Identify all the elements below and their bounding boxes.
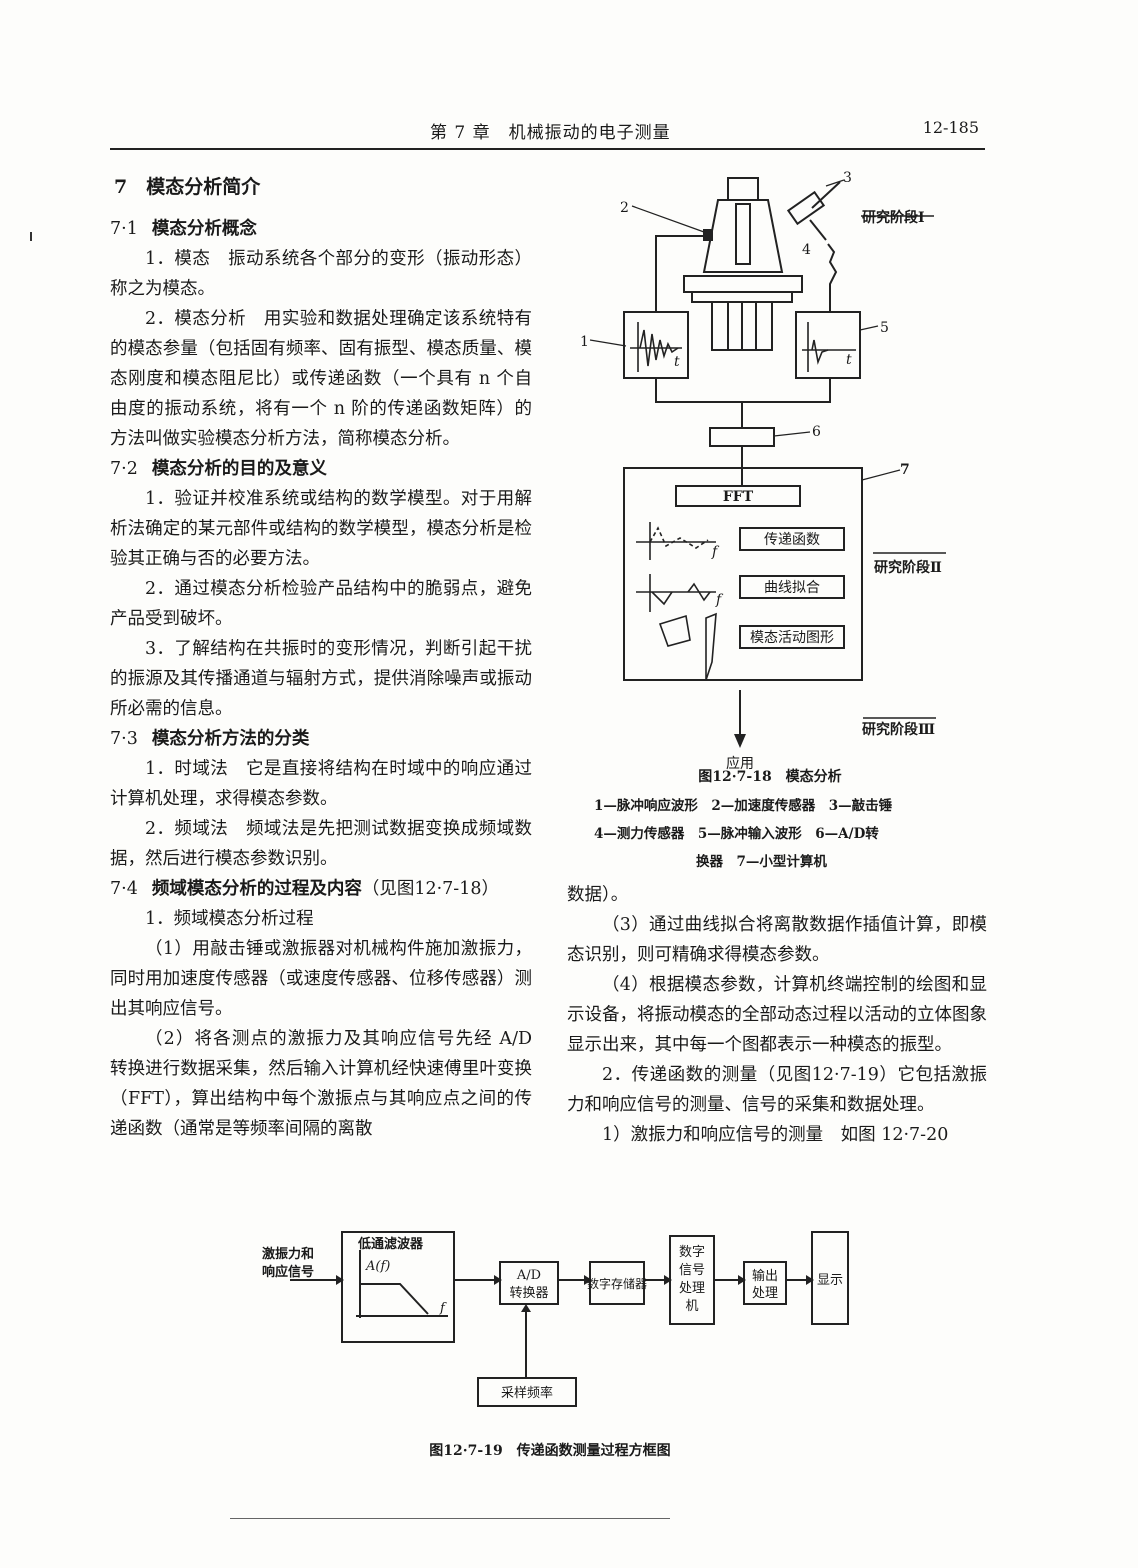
- paragraph: （3）通过曲线拟合将离散数据作插值计算，即模态识别，则可精确求得模态参数。: [567, 915, 987, 965]
- stage-1-label: 研究阶段Ⅰ: [862, 209, 925, 226]
- subsection-heading-7-1: 7·1 模态分析概念: [110, 214, 532, 244]
- dsp-label: 处理: [679, 1281, 705, 1296]
- subsection-heading-7-2: 7·2 模态分析的目的及意义: [110, 454, 532, 484]
- figure-12-7-18: 2 3 4 1 5 6 7 t t f f 研究阶段Ⅰ 研究阶段Ⅱ 研究阶段Ⅲ …: [580, 170, 946, 772]
- paragraph: 2．传递函数的测量（见图12·7-19）它包括激振力和响应信号的测量、信号的采集…: [567, 1065, 987, 1115]
- paragraph: 1）激振力和响应信号的测量 如图 12·7-20: [602, 1125, 949, 1145]
- hammer-icon: [786, 181, 841, 241]
- dsp-label: 机: [685, 1299, 698, 1314]
- paragraph: 数据）。: [567, 885, 629, 905]
- transfer-function-label: 传递函数: [764, 532, 820, 548]
- mode-animation-label: 模态活动图形: [750, 630, 834, 646]
- stage-2-label: 研究阶段Ⅱ: [874, 559, 942, 576]
- paragraph: 1．频域模态分析过程: [145, 909, 314, 929]
- display-label: 显示: [817, 1273, 843, 1288]
- paragraph: （1）用敲击锤或激振器对机械构件施加激振力，同时用加速度传感器（或速度传感器、位…: [110, 939, 532, 1019]
- fft-label: FFT: [723, 489, 754, 505]
- curve-fitting-label: 曲线拟合: [764, 580, 820, 596]
- figure-legend-line: 1—脉冲响应波形 2—加速度传感器 3—敲击锤: [594, 798, 893, 814]
- paragraph: （2）将各测点的激振力及其响应信号先经 A/D 转换进行数据采集，然后输入计算机…: [110, 1029, 532, 1139]
- paragraph: 3．了解结构在共振时的变形情况，判断引起干扰的振源及其传播通道与辐射方式，提供消…: [110, 639, 532, 719]
- paragraph: 1．验证并校准系统或结构的数学模型。对于用解析法确定的某元部件或结构的数学模型，…: [110, 489, 532, 569]
- label-4: 4: [802, 242, 811, 258]
- paragraph: （4）根据模态参数，计算机终端控制的绘图和显示设备，将振动模态的全部动态过程以活…: [567, 975, 987, 1055]
- label-3: 3: [843, 170, 852, 186]
- section-title: 7 模态分析简介: [114, 176, 261, 198]
- page-number: 12-185: [922, 118, 979, 137]
- running-header: 第 7 章 机械振动的电子测量 12-185: [110, 112, 985, 150]
- paragraph: 1．模态 振动系统各个部分的变形（振动形态）称之为模态。: [110, 249, 532, 299]
- figure-legend-line: 换器 7—小型计算机: [696, 854, 827, 870]
- heading-number: 7·2: [110, 459, 138, 479]
- bottom-divider: [230, 1518, 670, 1519]
- right-column: 数据）。 （3）通过曲线拟合将离散数据作插值计算，即模态识别，则可精确求得模态参…: [567, 880, 987, 1150]
- left-column: 7 模态分析简介 7·1 模态分析概念 1．模态 振动系统各个部分的变形（振动形态…: [110, 170, 532, 1144]
- heading-number: 7·1: [110, 219, 138, 239]
- label-7: 7: [900, 462, 910, 478]
- lowpass-filter-label: 低通滤波器: [357, 1236, 424, 1252]
- margin-mark: [30, 232, 32, 241]
- heading-text: 模态分析的目的及意义: [151, 459, 327, 479]
- heading-number: 7·4: [110, 879, 138, 899]
- chapter-title: 第 7 章 机械振动的电子测量: [430, 123, 671, 143]
- label-5: 5: [880, 320, 889, 336]
- axis-f-label: f: [715, 592, 724, 608]
- axis-t-label: t: [674, 354, 680, 370]
- paragraph: 2．模态分析 用实验和数据处理确定该系统特有的模态参量（包括固有频率、固有振型、…: [110, 309, 532, 449]
- heading-number: 7·3: [110, 729, 138, 749]
- paragraph: 2．频域法 频域法是先把测试数据变换成频域数据，然后进行模态参数识别。: [110, 819, 532, 869]
- ad-converter-label: A/D: [516, 1268, 541, 1283]
- stage-3-label: 研究阶段Ⅲ: [862, 721, 935, 738]
- test-structure-icon: [683, 177, 803, 351]
- label-6: 6: [812, 424, 821, 440]
- ad-converter-label: 转换器: [509, 1286, 548, 1301]
- label-2: 2: [620, 200, 629, 216]
- heading-text: 频域模态分析的过程及内容: [151, 879, 362, 899]
- output-processing-label: 处理: [752, 1286, 778, 1301]
- heading-text: 模态分析概念: [151, 219, 257, 239]
- figure-reference: （见图12·7-18）: [361, 879, 499, 899]
- figure-12-7-19-caption: 图12·7-19 传递函数测量过程方框图: [429, 1443, 671, 1459]
- label-1: 1: [580, 334, 589, 350]
- paragraph: 2．通过模态分析检验产品结构中的脆弱点，避免产品受到破坏。: [110, 579, 532, 629]
- figure-12-7-19: 激振力和 响应信号 低通滤波器 A(f) f A/D 转换器 数字存储器 数字 …: [262, 1231, 849, 1407]
- amplitude-label: A(f): [365, 1259, 390, 1274]
- figure-12-7-18-caption: 图12·7-18 模态分析: [698, 769, 842, 785]
- output-processing-label: 输出: [752, 1268, 778, 1284]
- axis-t-label: t: [846, 352, 852, 368]
- figure-legend-line: 4—测力传感器 5—脉冲输入波形 6—A/D转: [594, 826, 879, 842]
- heading-text: 模态分析方法的分类: [151, 729, 310, 749]
- input-label-line: 响应信号: [262, 1264, 314, 1280]
- application-label: 应用: [726, 755, 754, 772]
- accelerometer-icon: [703, 229, 713, 241]
- frequency-label: f: [439, 1301, 447, 1316]
- paragraph: 1．时域法 它是直接将结构在时域中的响应通过计算机处理，求得模态参数。: [110, 759, 532, 809]
- subsection-heading-7-3: 7·3 模态分析方法的分类: [110, 724, 532, 754]
- dsp-label: 数字: [679, 1245, 705, 1260]
- storage-label: 数字存储器: [587, 1276, 647, 1291]
- dsp-label: 信号: [679, 1263, 705, 1278]
- subsection-heading-7-4: 7·4 频域模态分析的过程及内容（见图12·7-18）: [110, 874, 532, 904]
- input-label-line: 激振力和: [262, 1246, 314, 1262]
- axis-f-label: f: [711, 544, 720, 560]
- sampling-frequency-label: 采样频率: [501, 1385, 553, 1401]
